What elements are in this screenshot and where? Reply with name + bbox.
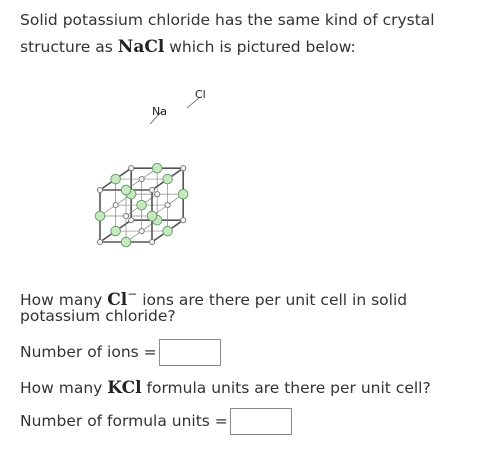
cl-ion [154, 191, 161, 198]
q1-text-before: How many [20, 291, 108, 309]
na-ion [162, 225, 173, 237]
intro-line-1: Solid potassium chloride has the same ki… [20, 9, 435, 31]
ions-answer-row: Number of ions = [20, 339, 221, 366]
intro-line-2: structure as NaCl which is pictured belo… [20, 36, 356, 58]
cl-pointer-line [186, 96, 201, 109]
cl-ion [148, 238, 156, 246]
cl-ion [180, 217, 187, 224]
na-ion [177, 188, 189, 200]
q2-text-before: How many [20, 379, 108, 397]
na-ion [151, 162, 163, 174]
formula-units-answer-row: Number of formula units = [20, 408, 292, 435]
na-pointer-line [149, 110, 163, 125]
question2-line: How many KCl formula units are there per… [20, 377, 431, 399]
cl-label: Cl [195, 88, 206, 101]
na-ion [146, 210, 158, 222]
cl-ion [148, 186, 156, 194]
cl-ion [138, 176, 145, 183]
q1-text-line2: potassium chloride? [20, 307, 176, 325]
na-ion [162, 173, 173, 185]
question1-line-2: potassium chloride? [20, 305, 176, 327]
cl-ion [138, 228, 145, 235]
cl-formula: Cl [107, 290, 128, 310]
intro-text-2a: structure as [20, 38, 118, 56]
cl-ion [96, 238, 104, 246]
q2-text-after: formula units are there per unit cell? [141, 379, 431, 397]
na-ion [120, 236, 132, 248]
na-ion [110, 173, 121, 185]
nacl-crystal-figure: Na Cl [94, 88, 206, 248]
formula-units-answer-label: Number of formula units = [20, 412, 228, 430]
cl-ion [128, 217, 135, 224]
nacl-formula: NaCl [117, 37, 165, 57]
cl-ion [164, 202, 171, 209]
na-ion [136, 199, 147, 211]
ions-answer-label: Number of ions = [20, 343, 157, 361]
cl-ion [96, 186, 104, 194]
na-label: Na [152, 105, 167, 118]
cube-ions [94, 162, 189, 248]
kcl-formula: KCl [107, 378, 142, 398]
na-ion [94, 210, 106, 222]
cl-charge: − [127, 287, 138, 301]
cl-ion [122, 212, 130, 220]
intro-text-1: Solid potassium chloride has the same ki… [20, 11, 435, 29]
cl-ion [112, 202, 119, 209]
q1-text-after: ions are there per unit cell in solid [137, 291, 408, 309]
number-of-formula-units-input[interactable] [229, 408, 292, 435]
cl-ion [180, 165, 187, 172]
na-ion [110, 225, 121, 237]
na-ion [120, 184, 132, 196]
cl-ion [128, 165, 135, 172]
question1-line-1: How many Cl− ions are there per unit cel… [20, 283, 407, 311]
number-of-ions-input[interactable] [158, 339, 221, 366]
intro-text-2b: which is pictured below: [164, 38, 356, 56]
